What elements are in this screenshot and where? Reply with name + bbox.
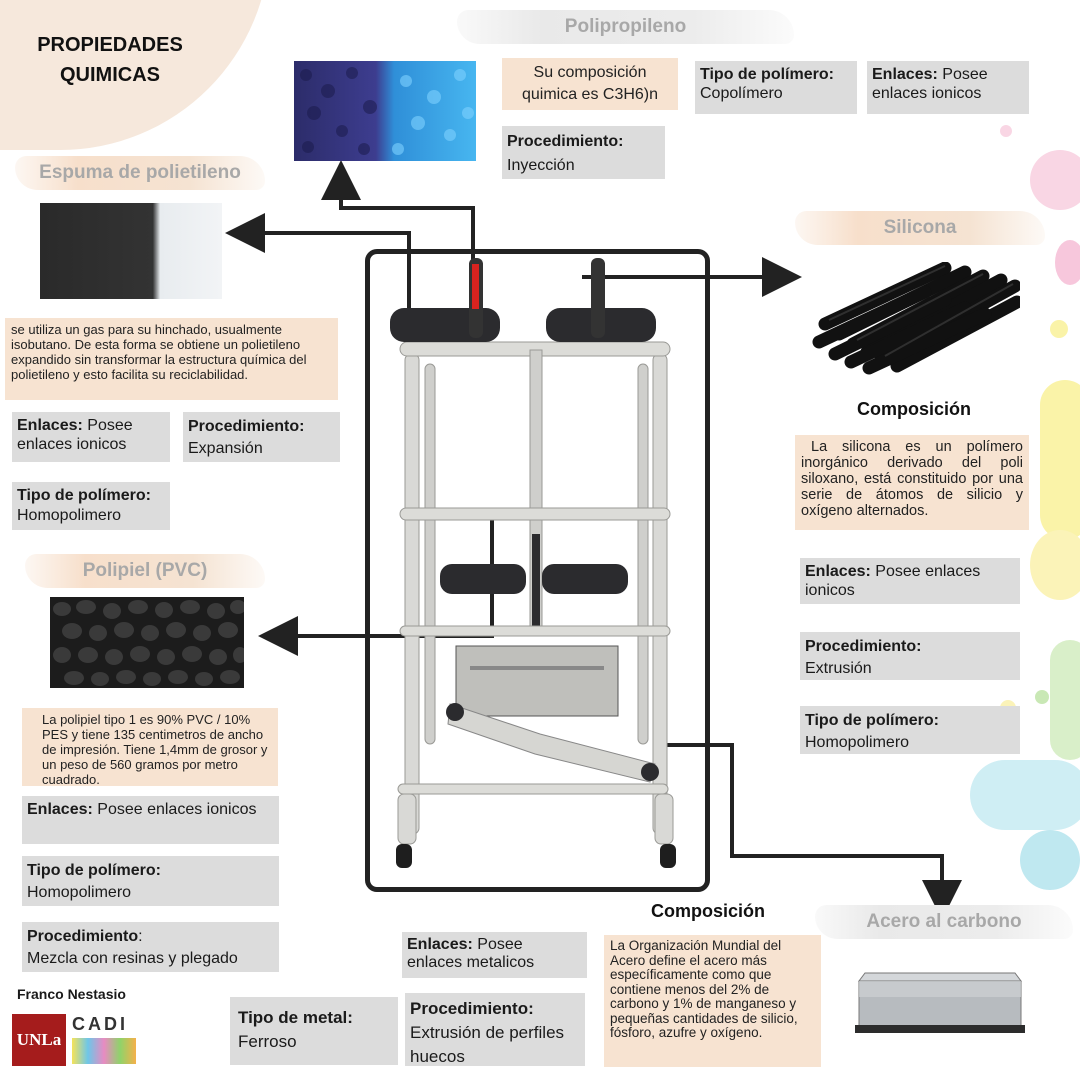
espuma-enlaces-value: Posee enlaces ionicos — [17, 417, 133, 453]
polipropileno-tipo-label: Tipo de polímero: — [700, 66, 834, 83]
polipropileno-enlaces-label: Enlaces: — [872, 66, 938, 83]
polipropileno-proc-box: Procedimiento: Inyección — [502, 126, 665, 179]
silicona-proc-label: Procedimiento: — [805, 638, 922, 655]
espuma-enlaces-label: Enlaces: — [17, 417, 83, 434]
acero-composicion-title: Composición — [651, 901, 766, 921]
espuma-proc-label: Procedimiento: — [188, 418, 305, 435]
silicona-composicion-title: Composición — [857, 399, 972, 419]
silicone-rods-drawing — [812, 262, 1020, 375]
silicona-enlaces-box: Enlaces: Posee enlaces ionicos — [800, 558, 1020, 604]
espuma-proc-box: Procedimiento: Expansión — [183, 412, 340, 462]
polipropileno-enlaces-value: Posee enlaces ionicos — [872, 66, 988, 102]
arrow-polipropileno — [321, 160, 475, 260]
acero-block-image — [855, 965, 1025, 1035]
polipiel-proc-label: Procedimiento — [27, 928, 139, 945]
polipiel-proc-colon: : — [138, 928, 143, 945]
cadi-logo: CADI — [72, 1014, 138, 1066]
espuma-foam-image — [40, 203, 222, 299]
polipropileno-proc-label: Procedimiento: — [507, 133, 624, 150]
polipropileno-heading: Polipropileno — [457, 10, 794, 44]
acero-tipo-box: Tipo de metal: Ferroso — [230, 997, 398, 1065]
cadi-logo-text: CADI — [72, 1014, 128, 1034]
polipiel-proc-box: Procedimiento: Mezcla con resinas y pleg… — [22, 922, 279, 972]
arrow-espuma — [225, 213, 411, 310]
silicona-heading: Silicona — [795, 211, 1045, 245]
polipiel-descripcion: La polipiel tipo 1 es 90% PVC / 10% PES … — [22, 708, 278, 787]
silicona-tipo-label: Tipo de polímero: — [805, 712, 939, 729]
espuma-enlaces-box: Enlaces: Posee enlaces ionicos — [12, 412, 170, 462]
espuma-descripcion: se utiliza un gas para su hinchado, usua… — [5, 318, 338, 400]
acero-enlaces-box: Enlaces: Posee enlaces metalicos — [402, 932, 587, 978]
acero-enlaces-value: Posee enlaces metalicos — [407, 936, 535, 971]
page-title: PROPIEDADES QUIMICAS — [37, 34, 183, 86]
polipiel-enlaces-label: Enlaces: — [27, 801, 93, 818]
acero-proc-box: Procedimiento: Extrusión de perfiles hue… — [405, 993, 585, 1066]
polipropileno-tipo-value: Copolímero — [700, 85, 783, 102]
polipropileno-proc-value: Inyección — [507, 157, 575, 174]
polipropileno-composicion: Su composición quimica es C3H6)n — [502, 58, 678, 110]
polipiel-tipo-value: Homopolimero — [27, 884, 132, 901]
polipiel-texture-image — [50, 597, 244, 688]
silicona-enlaces-label: Enlaces: — [805, 563, 871, 580]
acero-heading: Acero al carbono — [815, 905, 1073, 939]
polipropileno-enlaces-box: Enlaces: Posee enlaces ionicos — [867, 61, 1029, 114]
silicona-proc-value: Extrusión — [805, 660, 872, 677]
acero-proc-value: Extrusión de perfiles huecos — [410, 1023, 565, 1066]
polipropileno-tipo-box: Tipo de polímero: Copolímero — [695, 61, 857, 114]
silicona-proc-box: Procedimiento: Extrusión — [800, 632, 1020, 680]
espuma-heading: Espuma de polietileno — [15, 156, 265, 190]
polipiel-tipo-box: Tipo de polímero: Homopolimero — [22, 856, 279, 906]
cadi-logo-graphic — [72, 1038, 136, 1064]
silicona-enlaces-value: Posee enlaces ionicos — [805, 563, 981, 599]
polipiel-tipo-label: Tipo de polímero: — [27, 862, 161, 879]
leather-texture — [53, 600, 244, 686]
patient-transfer-device-illustration — [390, 258, 676, 868]
silicona-tipo-box: Tipo de polímero: Homopolimero — [800, 706, 1020, 754]
author-name: Franco Nestasio — [17, 986, 126, 1002]
polipiel-enlaces-box: Enlaces: Posee enlaces ionicos — [22, 796, 279, 844]
silicona-rods-image — [805, 262, 1020, 375]
espuma-tipo-label: Tipo de polímero: — [17, 487, 151, 504]
acero-composicion: La Organización Mundial del Acero define… — [604, 935, 821, 1067]
espuma-tipo-box: Tipo de polímero: Homopolimero — [12, 482, 170, 530]
steel-block-drawing — [855, 972, 1025, 1033]
silicona-composicion: La silicona es un polímero inorgánico de… — [795, 435, 1029, 530]
acero-tipo-label: Tipo de metal: — [238, 1008, 353, 1027]
polipropileno-pellets-image — [294, 61, 476, 161]
polipiel-enlaces-value: Posee enlaces ionicos — [97, 801, 257, 818]
espuma-proc-value: Expansión — [188, 440, 263, 457]
acero-proc-label: Procedimiento: — [410, 999, 534, 1018]
silicona-tipo-value: Homopolimero — [805, 734, 910, 751]
pellets-texture — [300, 67, 474, 155]
polipiel-heading: Polipiel (PVC) — [25, 554, 265, 588]
acero-tipo-value: Ferroso — [238, 1032, 297, 1051]
product-frame — [365, 249, 710, 892]
unla-logo: UNLa — [12, 1014, 66, 1066]
acero-enlaces-label: Enlaces: — [407, 936, 473, 953]
espuma-tipo-value: Homopolimero — [17, 507, 122, 524]
unla-logo-text: UNLa — [16, 1030, 62, 1049]
polipiel-proc-value: Mezcla con resinas y plegado — [27, 950, 238, 967]
